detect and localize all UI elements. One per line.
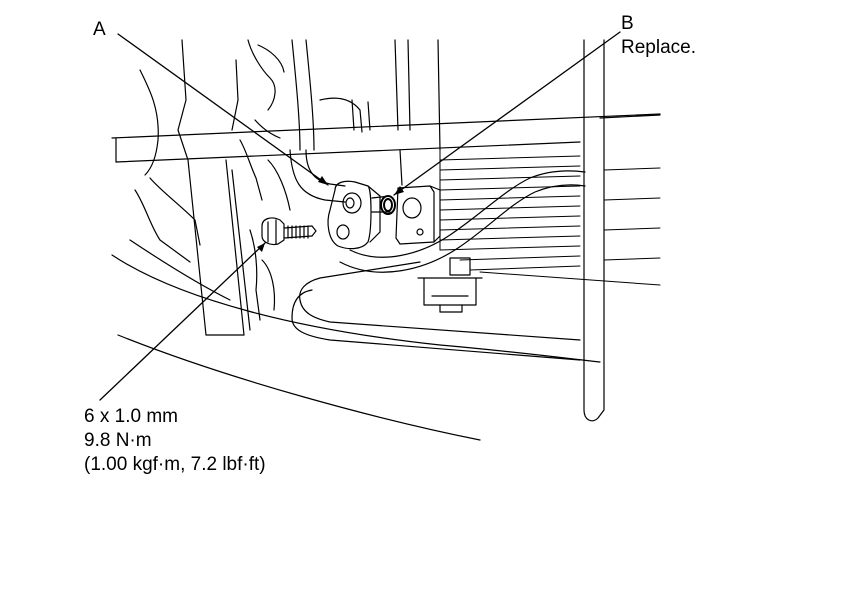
centre-hoses <box>291 39 441 151</box>
callout-label-a: A <box>93 19 106 40</box>
o-ring-b <box>380 195 396 215</box>
callout-note-b: Replace. <box>621 37 696 58</box>
mating-bracket <box>395 185 441 245</box>
pipe-a <box>289 149 346 203</box>
bolt-torque-alt: (1.00 kgf·m, 7.2 lbf·ft) <box>84 454 266 475</box>
leader-lines <box>99 31 621 401</box>
right-upright-post <box>583 39 605 422</box>
leader-arrowheads <box>257 176 404 252</box>
lower-fitting <box>417 257 483 313</box>
left-vertical-bracket <box>187 159 251 336</box>
lower-body-curve <box>111 254 601 441</box>
frame-rails <box>111 113 661 163</box>
ac-pipes <box>291 170 586 361</box>
engine-bay-background <box>129 39 411 321</box>
fitting-a-flange <box>327 180 381 250</box>
callout-label-b: B <box>621 13 634 34</box>
mounting-bolt <box>261 217 317 246</box>
bolt-size-spec: 6 x 1.0 mm <box>84 406 178 427</box>
bolt-torque-nm: 9.8 N·m <box>84 430 152 451</box>
